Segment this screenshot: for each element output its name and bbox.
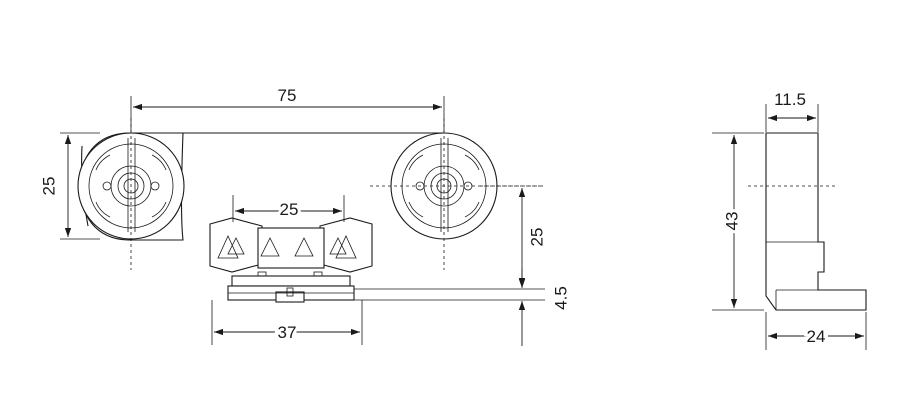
dim-11-5: 11.5 <box>768 90 816 122</box>
left-lamp-holder <box>77 118 185 270</box>
dim-43-label: 43 <box>722 212 741 231</box>
dim-25-left-label: 25 <box>39 177 58 196</box>
dim-25-right: 25 <box>518 188 546 287</box>
center-connector <box>209 217 373 303</box>
dim-75-label: 75 <box>278 86 297 105</box>
dim-24: 24 <box>768 324 864 349</box>
front-view: 75 25 25 25 4.5 37 <box>39 86 570 346</box>
dim-43: 43 <box>719 135 744 308</box>
dim-25-center-label: 25 <box>280 200 299 219</box>
dim-4-5-label: 4.5 <box>551 286 570 310</box>
dim-24-label: 24 <box>807 327 826 346</box>
dim-11-5-label: 11.5 <box>774 90 806 109</box>
dim-75: 75 <box>133 86 442 111</box>
dim-37: 37 <box>214 320 360 345</box>
dim-37-label: 37 <box>278 323 297 342</box>
dim-4-5: 4.5 <box>518 268 570 346</box>
side-view: 11.5 43 24 <box>712 90 867 350</box>
dim-25-right-label: 25 <box>527 228 546 247</box>
right-lamp-holder <box>370 118 540 270</box>
dim-25-center: 25 <box>235 197 342 222</box>
dim-25-left: 25 <box>39 135 72 237</box>
